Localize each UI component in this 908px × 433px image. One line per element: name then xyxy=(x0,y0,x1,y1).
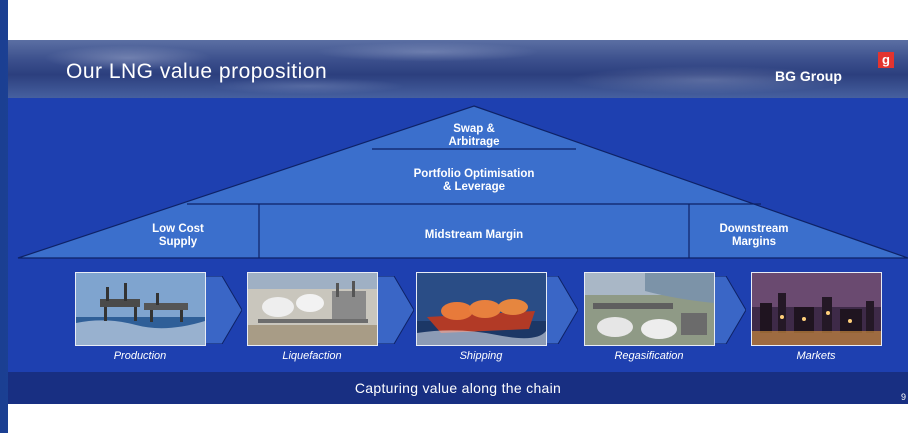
slide-number: 9 xyxy=(901,392,907,402)
pyramid-middle-label: Portfolio Optimisation & Leverage xyxy=(413,168,535,193)
pyramid-base-right-label: Downstream Margins xyxy=(719,223,789,248)
slide: Our LNG value proposition BG Group g Swa… xyxy=(8,0,908,433)
chain-label-liquefaction: Liquefaction xyxy=(282,350,342,362)
chain-label-shipping: Shipping xyxy=(459,350,503,362)
chain-label-production: Production xyxy=(113,350,167,362)
header-band: Our LNG value proposition BG Group g xyxy=(8,40,908,98)
header-cloud-texture xyxy=(8,40,908,98)
offshore-platform-photo xyxy=(75,272,206,346)
value-pyramid xyxy=(17,105,908,259)
bg-group-logo-icon: g xyxy=(878,52,894,68)
lng-tanker-photo xyxy=(416,272,547,346)
liquefaction-plant-photo xyxy=(247,272,378,346)
chain-label-regasification: Regasification xyxy=(614,350,684,362)
city-night-photo xyxy=(751,272,882,346)
regasification-terminal-photo xyxy=(584,272,715,346)
pyramid-shape xyxy=(17,105,908,259)
bg-group-logo-text: BG Group xyxy=(775,68,842,84)
pyramid-base-left-label: Low Cost Supply xyxy=(152,223,204,248)
footer-caption: Capturing value along the chain xyxy=(354,380,562,396)
footer-band: Capturing value along the chain 9 xyxy=(8,372,908,404)
slide-title: Our LNG value proposition xyxy=(66,60,328,83)
pyramid-base-middle-label: Midstream Margin xyxy=(424,229,524,241)
chain-label-markets: Markets xyxy=(796,350,836,362)
pyramid-apex-label: Swap & Arbitrage xyxy=(448,123,500,148)
value-chain: Production Liquefaction Shipping Regasif… xyxy=(8,268,908,368)
